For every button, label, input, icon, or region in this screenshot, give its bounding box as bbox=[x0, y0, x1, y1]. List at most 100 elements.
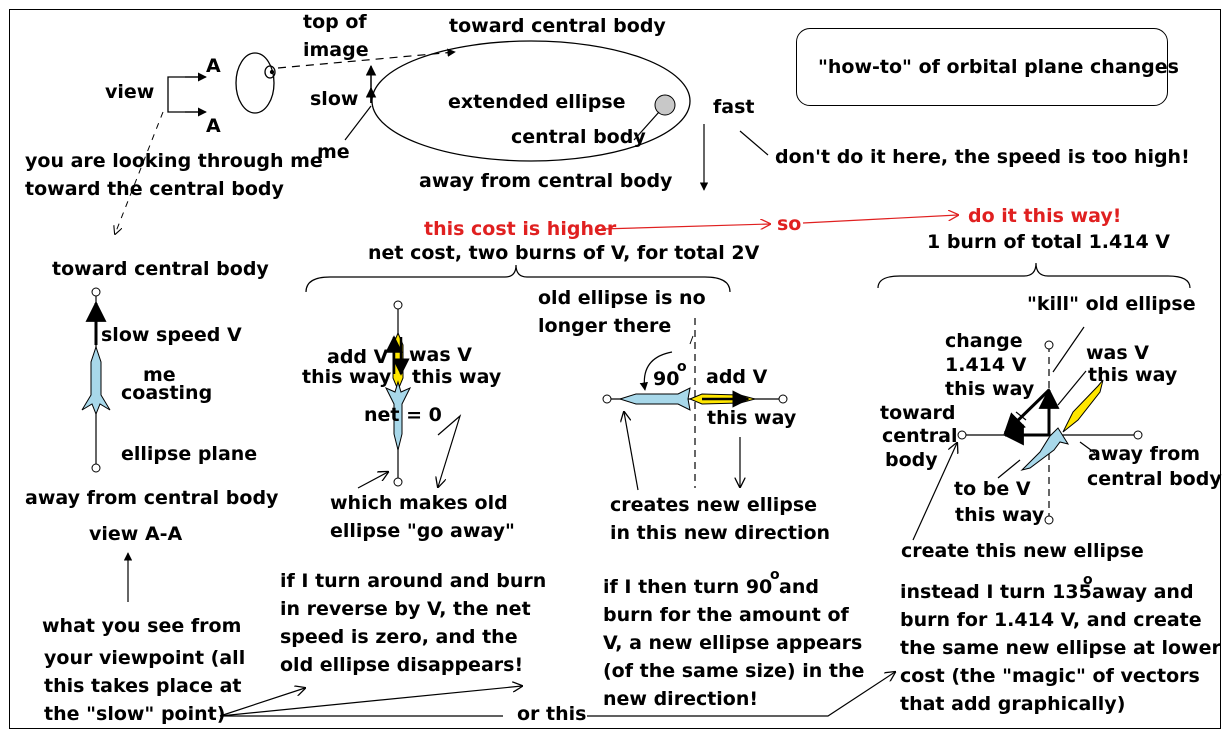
label-was-v-2: this way bbox=[412, 366, 502, 388]
view-aa-diagram bbox=[81, 287, 111, 473]
rocket-diagonal-icon bbox=[1020, 427, 1070, 471]
red-arrow-2 bbox=[802, 215, 958, 224]
old-ellipse-pointer bbox=[689, 335, 694, 345]
label-away-left: away from central body bbox=[25, 487, 279, 509]
label-toward-r2: central bbox=[882, 425, 958, 447]
label-image: image bbox=[303, 39, 369, 61]
orbit-ellipse bbox=[371, 40, 691, 162]
label-old-ellipse-1: old ellipse is no bbox=[538, 287, 706, 309]
text-what-you-see-4: the "slow" point) bbox=[44, 703, 226, 725]
text-turn-around-3: speed is zero, and the bbox=[280, 626, 518, 648]
view-direction-line bbox=[115, 111, 164, 234]
label-away-r2: central body bbox=[1087, 468, 1222, 490]
central-body-planet bbox=[654, 94, 676, 116]
text-turn-around-2: in reverse by V, the net bbox=[280, 598, 531, 620]
net-zero-pointer bbox=[438, 414, 462, 487]
label-kill: "kill" old ellipse bbox=[1027, 293, 1196, 315]
rocket-sideways-icon bbox=[618, 387, 691, 411]
brace-one-burn bbox=[877, 262, 1191, 289]
label-top-of: top of bbox=[303, 11, 367, 33]
label-which-makes-1: which makes old bbox=[330, 492, 508, 514]
text-turn-90-4: (of the same size) in the bbox=[603, 660, 865, 682]
text-turn-around-4: old ellipse disappears! bbox=[280, 654, 524, 676]
label-toward-left: toward central body bbox=[52, 258, 269, 280]
label-a-bottom: A bbox=[206, 115, 221, 137]
flame-diagonal-icon bbox=[1062, 379, 1104, 433]
label-me-coasting-1: me bbox=[143, 364, 176, 386]
label-cost-higher: this cost is higher bbox=[424, 218, 617, 240]
viewer-eye-icon bbox=[235, 52, 276, 114]
label-a-top: A bbox=[206, 55, 221, 77]
red-arrow-1 bbox=[600, 224, 770, 229]
label-add-v-1: add V bbox=[327, 346, 389, 368]
brace-two-burns bbox=[305, 264, 731, 293]
diagram-title: "how-to" of orbital plane changes bbox=[818, 56, 1179, 78]
label-old-ellipse-2: longer there bbox=[538, 315, 672, 337]
bottom-pointer-4 bbox=[587, 672, 895, 717]
label-ninety: 90 bbox=[653, 368, 680, 390]
label-to-be-1: to be V bbox=[954, 478, 1031, 500]
label-away-r1: away from bbox=[1088, 443, 1201, 465]
label-change-1: change bbox=[945, 330, 1023, 352]
label-was-v-r2: this way bbox=[1088, 364, 1178, 386]
label-creates-1: creates new ellipse bbox=[610, 494, 818, 516]
central-body-pointer bbox=[633, 111, 660, 141]
text-turn-135-2: burn for 1.414 V, and create bbox=[900, 609, 1202, 631]
label-to-be-2: this way bbox=[955, 504, 1045, 526]
kill-pointer bbox=[1052, 326, 1085, 373]
label-toward-central-top: toward central body bbox=[449, 15, 666, 37]
label-was-v-1: was V bbox=[409, 344, 473, 366]
rocket-reversed-icon bbox=[384, 380, 412, 451]
creates-pointer bbox=[624, 412, 639, 491]
label-so: so bbox=[777, 213, 802, 235]
change-pointer bbox=[1015, 411, 1027, 421]
dont-do-it-pointer bbox=[739, 130, 769, 156]
text-turn-90-degree: o bbox=[770, 567, 780, 583]
which-makes-pointer bbox=[357, 472, 388, 489]
label-me-top: me bbox=[317, 141, 350, 163]
text-what-you-see-3: this takes place at bbox=[44, 675, 242, 697]
sight-line bbox=[277, 48, 456, 69]
text-turn-90-2: burn for the amount of bbox=[603, 604, 849, 626]
label-toward-r1: toward bbox=[880, 402, 956, 424]
label-add-v-mid-1: add V bbox=[706, 366, 768, 388]
label-fast: fast bbox=[713, 96, 755, 118]
text-turn-135-5: that add graphically) bbox=[900, 693, 1126, 715]
text-turn-135-degree: o bbox=[1083, 572, 1093, 588]
label-ninety-degree: o bbox=[677, 359, 687, 375]
text-turn-90-3: V, a new ellipse appears bbox=[603, 632, 863, 654]
label-central-body: central body bbox=[511, 126, 646, 148]
text-what-you-see-1: what you see from bbox=[42, 615, 242, 637]
label-extended-ellipse: extended ellipse bbox=[448, 91, 626, 113]
label-add-v-mid-2: this way bbox=[707, 407, 797, 429]
label-dont-do-it: don't do it here, the speed is too high! bbox=[775, 146, 1190, 168]
text-turn-135-3: the same new ellipse at lower bbox=[900, 637, 1221, 659]
label-one-burn: 1 burn of total 1.414 V bbox=[927, 231, 1170, 253]
text-turn-135-away: away and bbox=[1092, 581, 1194, 603]
to-be-pointer bbox=[997, 459, 1021, 479]
text-turn-90-5: new direction! bbox=[603, 688, 759, 710]
label-me-coasting-2: coasting bbox=[121, 382, 213, 404]
label-ellipse-plane: ellipse plane bbox=[121, 443, 258, 465]
away-pointer bbox=[1079, 441, 1096, 454]
was-v-pointer bbox=[1057, 370, 1087, 406]
me-pointer-top bbox=[344, 105, 372, 141]
create-new-pointer bbox=[912, 443, 957, 541]
bottom-pointer-2 bbox=[219, 686, 522, 717]
label-add-v-2: this way bbox=[302, 366, 392, 388]
label-net-cost: net cost, two burns of V, for total 2V bbox=[368, 242, 760, 264]
label-net-zero: net = 0 bbox=[364, 404, 442, 426]
label-away-central-top: away from central body bbox=[419, 170, 673, 192]
label-or-this: or this bbox=[517, 703, 587, 725]
label-looking-2: toward the central body bbox=[25, 178, 284, 200]
turn-90-diagram bbox=[602, 318, 788, 488]
label-slow-speed: slow speed V bbox=[101, 324, 242, 346]
label-looking-1: you are looking through me bbox=[25, 150, 323, 172]
label-creates-2: in this new direction bbox=[610, 522, 831, 544]
bottom-pointer-1 bbox=[219, 688, 305, 717]
label-slow: slow bbox=[310, 88, 359, 110]
label-change-2: 1.414 V bbox=[945, 354, 1027, 376]
section-marker-aa bbox=[167, 72, 207, 117]
title-box bbox=[796, 28, 1168, 106]
